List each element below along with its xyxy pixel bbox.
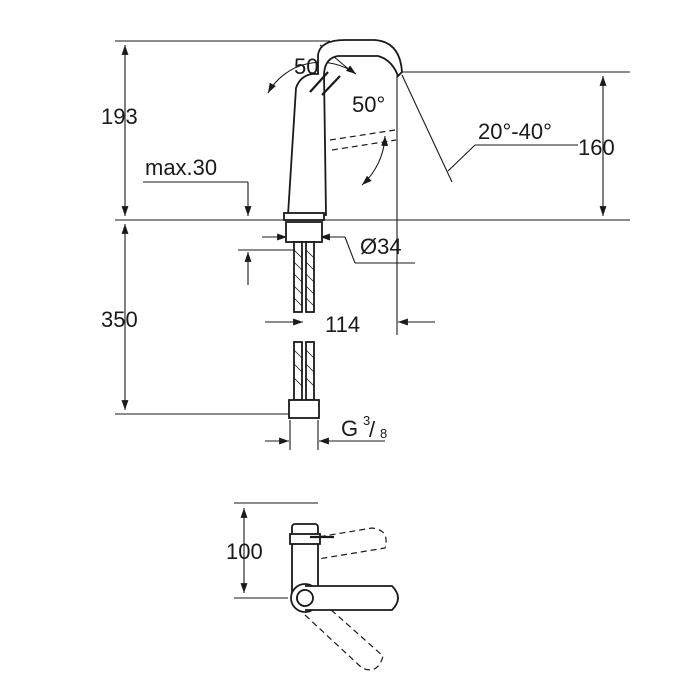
angle-spout: 20°-40° xyxy=(401,74,578,183)
spout-reach-label: 114 xyxy=(325,312,360,337)
faucet-body xyxy=(283,39,403,221)
connection-slash: / xyxy=(369,417,376,442)
connection-denominator: 8 xyxy=(380,426,387,441)
total-height-label: 193 xyxy=(101,104,138,129)
connection-numerator: 3 xyxy=(363,413,370,428)
dimension-connection: G 3 / 8 xyxy=(265,413,387,450)
max-thickness-label: max.30 xyxy=(145,155,217,180)
mounting-and-hoses xyxy=(285,221,323,419)
top-view: 100 xyxy=(226,502,399,671)
connection-label: G xyxy=(341,416,358,441)
dimension-hose-length: 350 xyxy=(101,224,138,410)
angle-lever-side: 50° xyxy=(352,92,389,186)
dimension-total-height: 193 xyxy=(101,45,138,216)
lever-angle-side-label: 50° xyxy=(352,92,385,117)
dimension-spout-reach: 114 xyxy=(265,312,435,337)
hose-length-label: 350 xyxy=(101,307,138,332)
hole-diameter-label: Ø34 xyxy=(360,234,402,259)
dimension-spout-height: 160 xyxy=(578,76,615,216)
spout-angle-label: 20°-40° xyxy=(478,119,552,144)
reference-lines xyxy=(115,40,630,415)
spout-height-label: 160 xyxy=(578,135,615,160)
dimension-max-thickness: max.30 xyxy=(143,155,295,285)
dimension-hole-diameter: Ø34 xyxy=(262,233,415,264)
lever-travel-label: 100 xyxy=(226,539,263,564)
